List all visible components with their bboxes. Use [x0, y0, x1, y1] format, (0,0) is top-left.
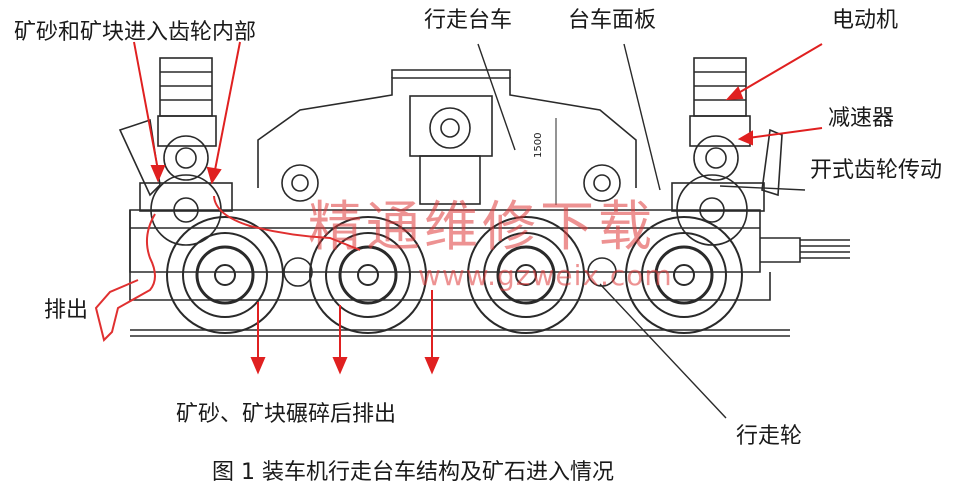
- center-bearing-housing: [409, 95, 493, 157]
- left-motor: [159, 57, 213, 117]
- figure-caption: 图 1 装车机行走台车结构及矿石进入情况: [212, 460, 614, 485]
- dimension-label: 1500: [533, 132, 544, 158]
- right-reducer: [689, 115, 751, 147]
- label-open-gear: 开式齿轮传动: [810, 158, 943, 183]
- watermark-url: www.gzweix.com: [418, 259, 673, 292]
- idler-1: [283, 257, 313, 287]
- discharge-path: [94, 213, 156, 342]
- label-travel-trolley: 行走台车: [424, 8, 513, 33]
- label-discharge: 排出: [44, 298, 89, 323]
- watermark-text: 精通维修下载: [308, 195, 656, 258]
- travel-wheel-3: [467, 216, 585, 334]
- right-open-gear: [693, 135, 739, 181]
- label-reducer: 减速器: [828, 106, 895, 131]
- label-ore-enters-gear: 矿砂和矿块进入齿轮内部: [14, 20, 257, 45]
- ore-path: [213, 195, 361, 251]
- left-bearing: [281, 164, 319, 202]
- travel-wheel-1: [166, 216, 284, 334]
- label-crushed-discharge: 矿砂、矿块碾碎后排出: [176, 402, 397, 427]
- trolley-body: [257, 77, 637, 188]
- label-trolley-panel: 台车面板: [568, 8, 657, 33]
- label-motor: 电动机: [832, 8, 899, 33]
- left-reducer: [157, 115, 217, 147]
- travel-wheel-4: [625, 216, 743, 334]
- left-open-gear: [163, 135, 209, 181]
- travel-wheel-2: [309, 216, 427, 334]
- right-bearing: [583, 164, 621, 202]
- center-bearing: [429, 107, 471, 149]
- label-travel-wheel: 行走轮: [736, 424, 803, 449]
- trolley-top-block: [391, 69, 511, 78]
